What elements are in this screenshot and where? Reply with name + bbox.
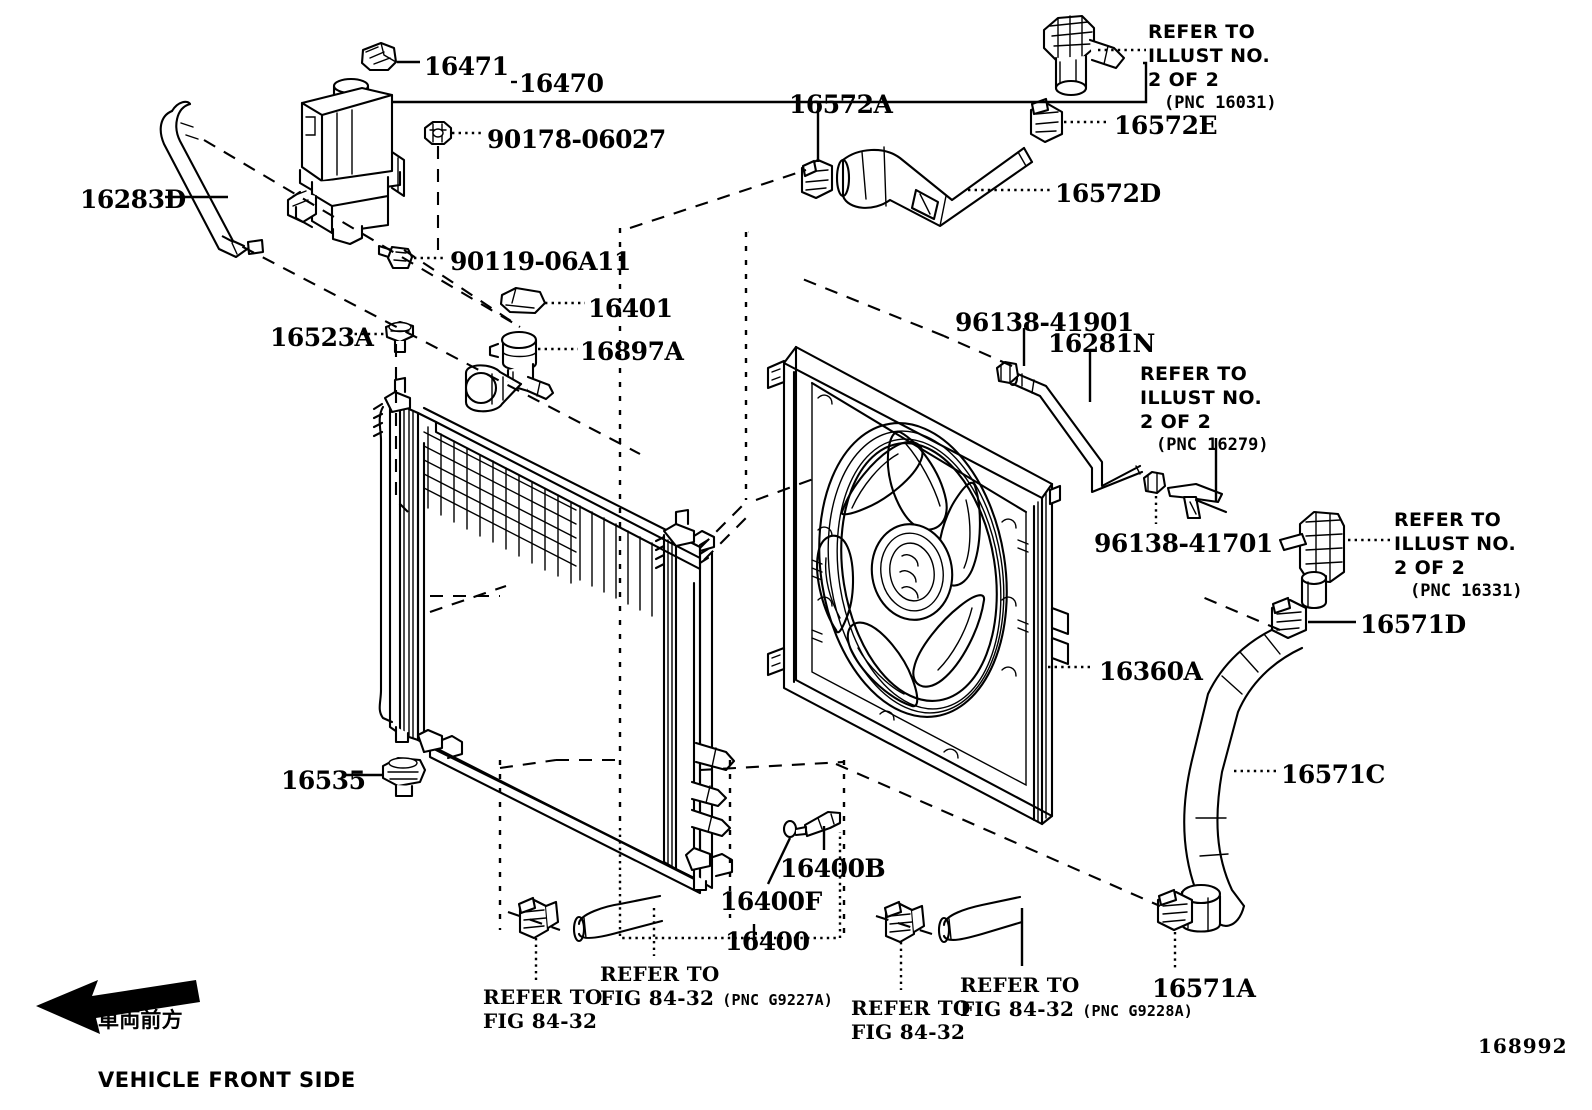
refer-pnc-16331-line-2: ILLUST NO. — [1394, 533, 1517, 555]
refer-pnc-16331-line-1: REFER TO — [1394, 509, 1502, 531]
part-label-16897a[interactable]: 16897A — [580, 337, 684, 366]
refer-pnc-16279-line-3: 2 OF 2 — [1140, 411, 1212, 433]
part-label-16400b[interactable]: 16400B — [780, 854, 886, 883]
part-label-16571a[interactable]: 16571A — [1152, 974, 1256, 1003]
part-label-16400f[interactable]: 16400F — [720, 887, 822, 916]
bolt-16523A — [384, 320, 415, 354]
coolant-reservoir-tank — [286, 41, 406, 246]
part-label-16572d[interactable]: 16572D — [1055, 179, 1161, 208]
hose-bracket-16279 — [1166, 482, 1228, 520]
part-label-16523a[interactable]: 16523A — [270, 323, 374, 352]
part-label-16571d[interactable]: 16571D — [1360, 610, 1466, 639]
ac-pipe-left — [572, 894, 664, 943]
part-label-16283d[interactable]: 16283D — [80, 185, 186, 214]
fig-84-32-g9228a-line-2: FIG 84-32 — [960, 997, 1075, 1021]
vehicle-front-side-japanese: 車両前方 — [98, 1008, 183, 1032]
ac-pipe-right — [937, 895, 1024, 944]
ac-clamp-left — [517, 896, 560, 940]
clamp-16572E — [1029, 97, 1064, 144]
radiator-drain-cock — [381, 756, 427, 798]
refer-pnc-16279-line-1: REFER TO — [1140, 363, 1248, 385]
refer-pnc-16031-line-1: REFER TO — [1148, 21, 1256, 43]
fig-84-32-g9227a-line-2: FIG 84-32 — [600, 986, 715, 1010]
cooling-fan-blade — [816, 430, 998, 708]
refer-pnc-16031-line-3: 2 OF 2 — [1148, 69, 1220, 91]
fig-84-32-g9227a-pnc: (PNC G9227A) — [722, 991, 834, 1009]
bolt-90119-06A11 — [377, 244, 414, 270]
arrow-left-icon — [36, 980, 200, 1034]
leader-lines — [165, 48, 1392, 990]
part-label-16535[interactable]: 16535 — [281, 766, 366, 795]
fig-84-32-right-clamp-line-2: FIG 84-32 — [851, 1020, 966, 1044]
fig-84-32-right-clamp-line-1: REFER TO — [851, 996, 971, 1020]
radiator-small-parts — [782, 810, 842, 839]
refer-pnc-16031-pnc: (PNC 16031) — [1164, 93, 1277, 113]
part-label-16401[interactable]: 16401 — [588, 294, 673, 323]
fig-84-32-left-clamp-line-1: REFER TO — [483, 985, 603, 1009]
refer-pnc-16031-line-2: ILLUST NO. — [1148, 45, 1271, 67]
upper-radiator-hose — [835, 146, 1034, 228]
part-label-16572e[interactable]: 16572E — [1114, 111, 1218, 140]
refer-pnc-16331-line-3: 2 OF 2 — [1394, 557, 1466, 579]
fig-84-32-g9227a-line-1: REFER TO — [600, 962, 720, 986]
fig-84-32-left-clamp-line-2: FIG 84-32 — [483, 1009, 598, 1033]
fan-shroud-assembly — [766, 345, 1070, 826]
reservoir-hose — [159, 100, 265, 259]
water-outlet-housing — [1042, 14, 1126, 97]
part-label-16471[interactable]: 16471 — [424, 52, 509, 81]
part-label-96138-41701[interactable]: 96138-41701 — [1094, 529, 1273, 558]
assembly-guides — [203, 139, 1281, 938]
part-label-16281n[interactable]: 16281N — [1048, 329, 1155, 358]
radiator-assembly — [372, 376, 736, 895]
ac-clamp-right — [883, 900, 926, 944]
clamp-16572A — [800, 158, 834, 200]
refer-pnc-16279-line-2: ILLUST NO. — [1140, 387, 1263, 409]
refer-pnc-16331-pnc: (PNC 16331) — [1410, 581, 1523, 601]
clamp-16571D — [1270, 596, 1308, 640]
vehicle-front-side-indicator: 車両前方 VEHICLE FRONT SIDE — [98, 972, 356, 1110]
fig-84-32-g9228a-pnc: (PNC G9228A) — [1082, 1002, 1194, 1020]
figure-number: 168992 — [1478, 1034, 1568, 1058]
part-label-16470[interactable]: 16470 — [519, 69, 604, 98]
bypass-hose — [1007, 369, 1144, 494]
part-label-16400[interactable]: 16400 — [725, 927, 810, 956]
radiator-cap — [499, 286, 547, 315]
clamp-16571A — [1156, 888, 1194, 932]
fig-84-32-g9228a-line-1: REFER TO — [960, 973, 1080, 997]
part-label-90178-06027[interactable]: 90178-06027 — [487, 125, 666, 154]
radiator-filler-neck — [464, 330, 555, 413]
clip-96138-41701 — [1142, 470, 1167, 495]
refer-pnc-16279-pnc: (PNC 16279) — [1156, 435, 1269, 455]
part-label-90119-06a11[interactable]: 90119-06A11 — [450, 247, 631, 276]
clip-90178-06027 — [423, 120, 453, 146]
water-inlet-housing — [1278, 510, 1346, 610]
part-label-16360a[interactable]: 16360A — [1099, 657, 1203, 686]
part-label-16571c[interactable]: 16571C — [1281, 760, 1385, 789]
vehicle-front-side-english: VEHICLE FRONT SIDE — [98, 1068, 356, 1092]
part-label-96138-41901[interactable]: 96138-41901 — [955, 308, 1134, 337]
part-label-16572a[interactable]: 16572A — [789, 90, 893, 119]
